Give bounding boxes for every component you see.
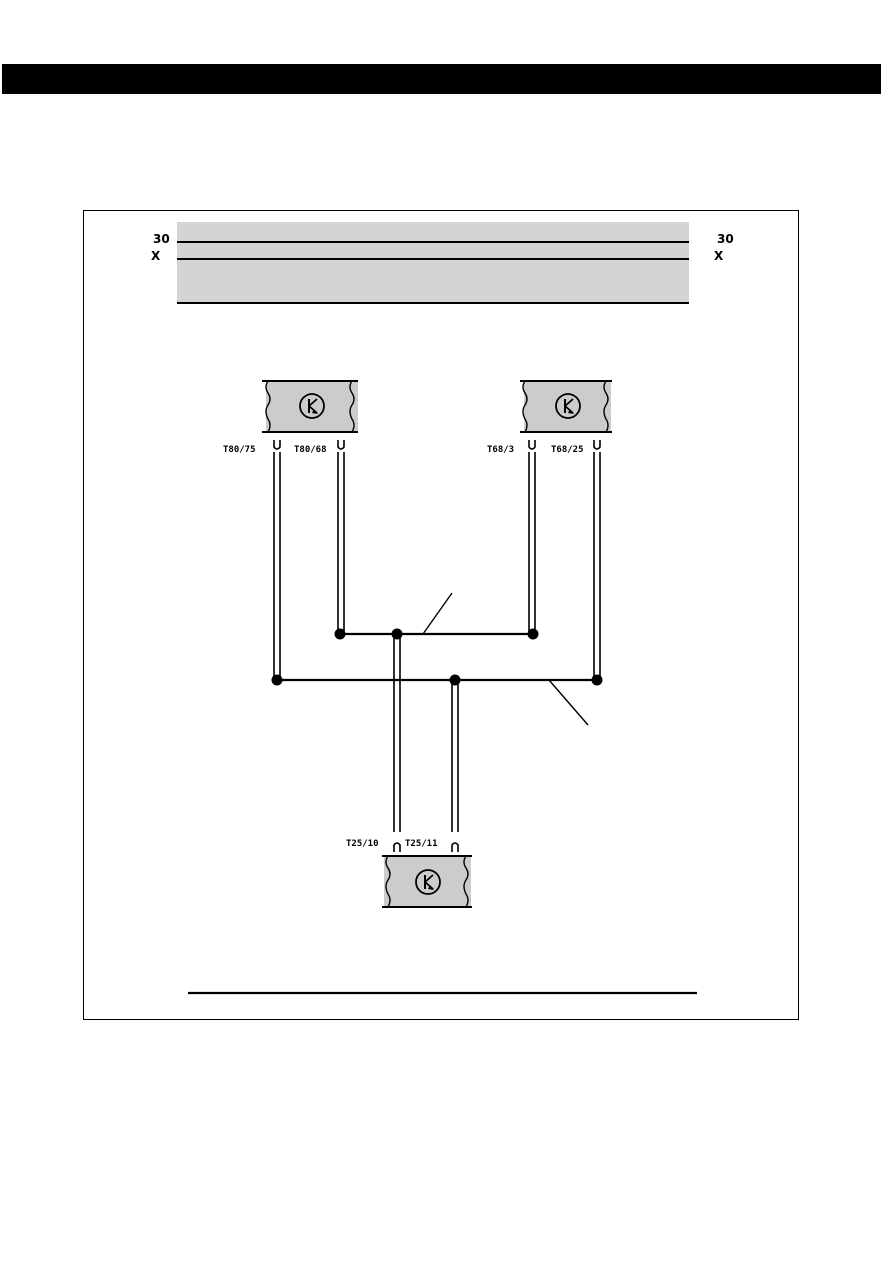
wires: [273, 452, 601, 832]
junction-dot: [391, 628, 403, 640]
wire-t68-25: [593, 452, 601, 680]
rail-label-right-x: X: [714, 249, 724, 263]
pin-connector: [393, 842, 401, 853]
pin-connector: [337, 439, 345, 450]
pin-label-t25-10: T25/10: [346, 839, 379, 849]
junction-dot: [449, 674, 461, 686]
wire-t80-68: [337, 452, 345, 634]
pin-label-t25-11: T25/11: [405, 839, 438, 849]
leader-line: [548, 679, 589, 726]
pin-connector: [593, 439, 601, 450]
pin-label-t80-75: T80/75: [223, 445, 256, 455]
component-body: [524, 381, 611, 432]
pin-connector: [528, 439, 536, 450]
control-unit-bottom: [382, 855, 472, 908]
diagram-frame: [83, 210, 799, 1020]
pin-connector: [451, 842, 459, 853]
pin-label-t68-3: T68/3: [487, 445, 514, 455]
power-rails: 30 X 30 X: [151, 222, 734, 304]
rail-label-left-x: X: [151, 249, 161, 263]
pin-connector: [273, 439, 281, 450]
wire-t68-3: [528, 452, 536, 634]
wire-t25-11: [451, 680, 459, 832]
pin-label-t68-25: T68/25: [551, 445, 584, 455]
control-unit-right: [520, 380, 612, 433]
rail-band: [177, 222, 689, 304]
wire-t25-10: [393, 634, 401, 832]
component-body: [384, 856, 471, 907]
header-bar: [2, 64, 881, 94]
junction-dot: [271, 674, 283, 686]
pin-label-t80-68: T80/68: [294, 445, 327, 455]
junction-dot: [527, 628, 539, 640]
wire-t80-75: [273, 452, 281, 680]
component-body: [266, 381, 358, 432]
leader-line: [422, 592, 453, 635]
junction-dot: [591, 674, 603, 686]
junction-dot: [334, 628, 346, 640]
junctions: [271, 628, 603, 686]
rail-label-right-30: 30: [717, 232, 734, 246]
rail-label-left-30: 30: [153, 232, 170, 246]
control-unit-left: [262, 380, 358, 433]
